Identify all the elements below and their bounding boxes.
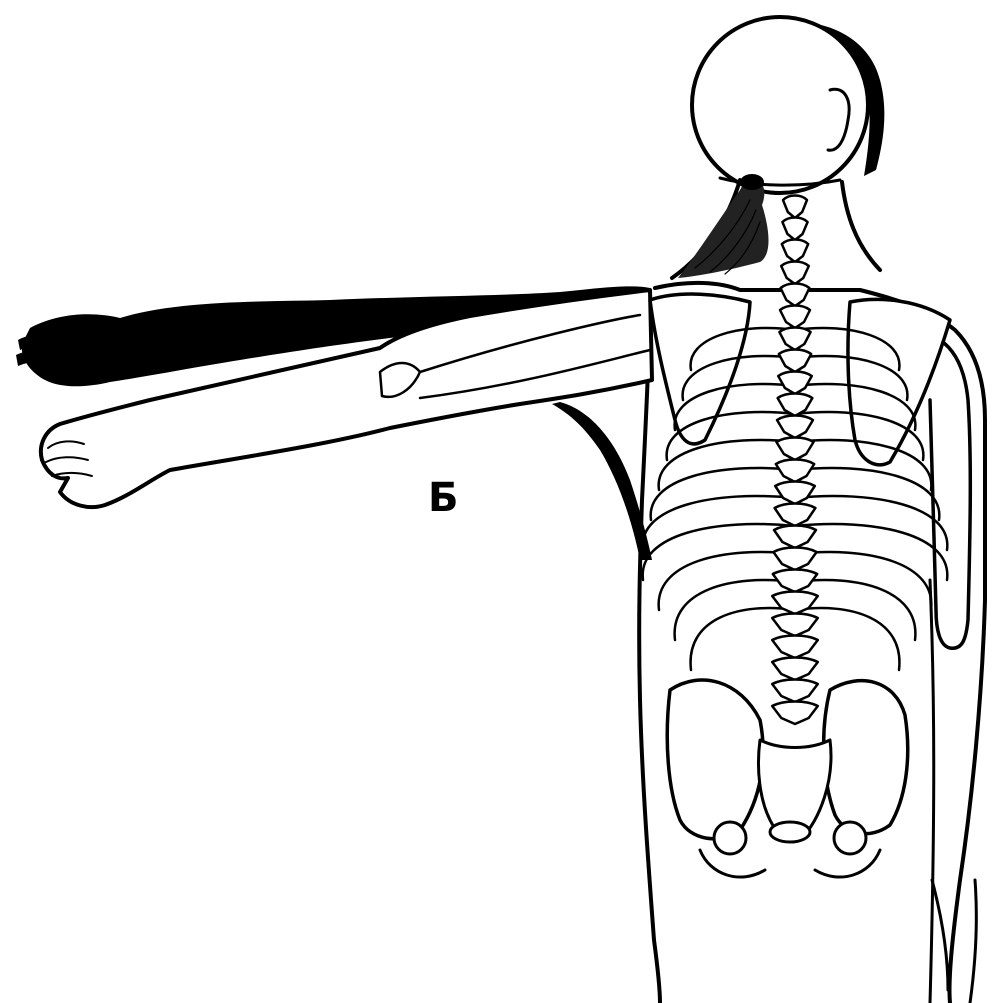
rib — [651, 468, 795, 520]
vertebra — [773, 570, 817, 593]
vertebra — [780, 306, 810, 329]
vertebra — [775, 504, 816, 527]
vertebra — [779, 350, 811, 373]
vertebra — [781, 262, 809, 285]
vertebra — [776, 460, 814, 483]
vertebra — [782, 218, 807, 241]
spine — [772, 196, 818, 725]
vertebra — [772, 658, 818, 681]
rib — [795, 468, 939, 520]
vertebra — [781, 284, 810, 307]
vertebra — [783, 196, 807, 219]
vertebra — [772, 680, 818, 703]
vertebra — [779, 328, 810, 351]
vertebra — [778, 372, 812, 395]
vertebra — [772, 702, 818, 725]
vertebra — [772, 636, 818, 659]
vertebra — [777, 416, 813, 439]
rib — [795, 580, 915, 640]
head — [692, 17, 868, 193]
vertebra — [776, 438, 813, 461]
vertebra — [782, 240, 808, 263]
vertebra — [774, 526, 816, 549]
hanging-arm — [930, 340, 976, 1003]
panel-label: Б — [428, 478, 459, 518]
vertebra — [773, 548, 816, 571]
rib — [675, 580, 795, 640]
vertebra — [772, 592, 818, 615]
vertebra — [772, 614, 818, 637]
vertebra — [775, 482, 815, 505]
